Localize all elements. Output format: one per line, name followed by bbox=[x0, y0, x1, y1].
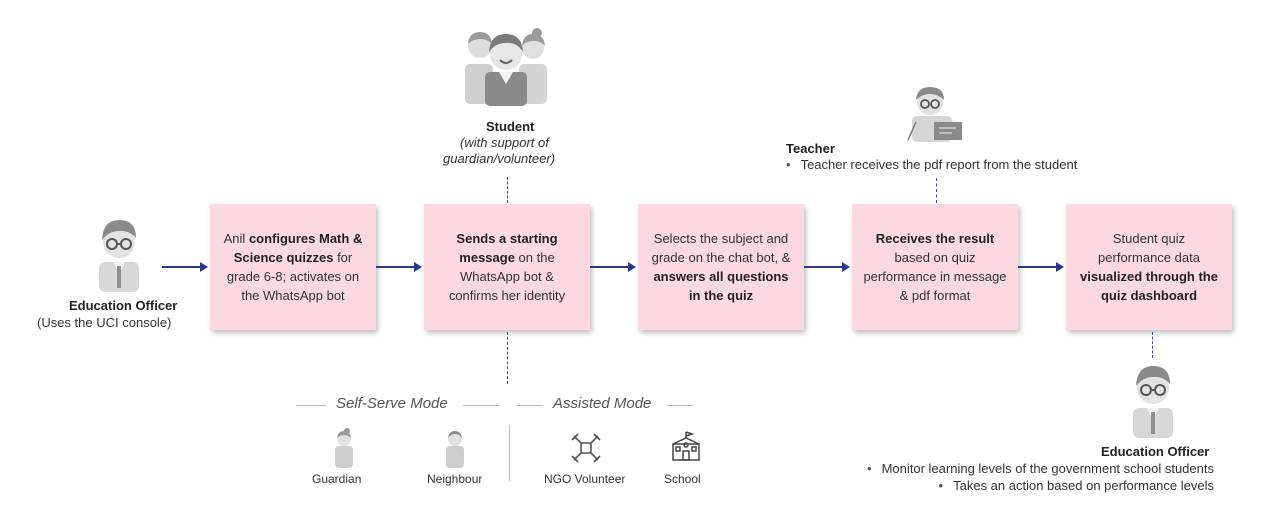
step-text-bold: answers all questions in the quiz bbox=[653, 269, 789, 303]
teacher-connector bbox=[936, 178, 937, 203]
education-officer-right-name: Education Officer bbox=[1101, 444, 1210, 459]
assisted-line-left bbox=[517, 405, 543, 406]
officer-right-connector bbox=[1152, 332, 1153, 358]
guardian-icon bbox=[335, 428, 353, 468]
school-icon bbox=[672, 431, 700, 461]
step-1-configure-quizzes: Anil configures Math & Science quizzes f… bbox=[210, 204, 376, 330]
step-5-dashboard: Student quiz performance data visualized… bbox=[1066, 204, 1232, 330]
officer-bullet-1: Monitor learning levels of the governmen… bbox=[867, 460, 1214, 477]
ngo-volunteer-label: NGO Volunteer bbox=[544, 472, 626, 486]
education-officer-left-name: Education Officer bbox=[69, 298, 178, 313]
education-officer-right-bullets: Monitor learning levels of the governmen… bbox=[867, 460, 1214, 494]
step-4-receive-result: Receives the result based on quiz perfor… bbox=[852, 204, 1018, 330]
step-text-bold: configures Math & Science quizzes bbox=[233, 231, 363, 265]
education-officer-right-icon bbox=[1133, 366, 1173, 438]
teacher-bullet: Teacher receives the pdf report from the… bbox=[786, 157, 1078, 172]
student-name: Student bbox=[486, 119, 535, 134]
teacher-name: Teacher bbox=[786, 141, 835, 156]
step-text-regular: Student quiz performance data bbox=[1098, 231, 1200, 265]
step-2-send-message: Sends a starting message on the WhatsApp… bbox=[424, 204, 590, 330]
student-connector bbox=[507, 177, 508, 203]
step-3-answer-quiz: Selects the subject and grade on the cha… bbox=[638, 204, 804, 330]
teacher-bullets: Teacher receives the pdf report from the… bbox=[786, 157, 1078, 172]
step-text-regular: Selects the subject and grade on the cha… bbox=[651, 231, 791, 265]
flow-arrow-2 bbox=[376, 262, 422, 272]
school-label: School bbox=[664, 472, 701, 486]
student-group-icon bbox=[465, 28, 547, 106]
flow-arrow-5 bbox=[1018, 262, 1064, 272]
student-note-2: guardian/volunteer) bbox=[443, 151, 556, 166]
step-text-bold: Receives the result bbox=[875, 231, 995, 246]
step-text: Receives the result based on quiz perfor… bbox=[862, 229, 1008, 305]
step-text: Anil configures Math & Science quizzes f… bbox=[220, 229, 366, 305]
neighbour-icon bbox=[446, 431, 464, 468]
flow-arrow-3 bbox=[590, 262, 636, 272]
step-text: Selects the subject and grade on the cha… bbox=[648, 229, 794, 305]
step-text-bold: Sends a starting message bbox=[456, 231, 558, 265]
self-serve-mode-title: Self-Serve Mode bbox=[336, 395, 448, 412]
mode-divider bbox=[509, 425, 510, 481]
step-text-regular: based on quiz performance in message & p… bbox=[863, 250, 1007, 303]
flow-arrow-1 bbox=[162, 262, 208, 272]
officer-bullet-2: Takes an action based on performance lev… bbox=[867, 477, 1214, 494]
assisted-line-right bbox=[667, 405, 693, 406]
neighbour-label: Neighbour bbox=[427, 472, 483, 486]
assisted-mode-title: Assisted Mode bbox=[553, 395, 652, 412]
step-text: Sends a starting message on the WhatsApp… bbox=[434, 229, 580, 305]
self-serve-line-right bbox=[463, 405, 499, 406]
modes-connector bbox=[507, 332, 508, 384]
self-serve-line-left bbox=[296, 405, 326, 406]
flow-arrow-4 bbox=[804, 262, 850, 272]
step-text-regular: for grade 6-8; activates on the WhatsApp… bbox=[226, 250, 360, 303]
guardian-label: Guardian bbox=[312, 472, 362, 486]
step-text-regular: Anil bbox=[223, 231, 249, 246]
step-text: Student quiz performance data visualized… bbox=[1076, 229, 1222, 305]
education-officer-left-icon bbox=[99, 220, 139, 292]
student-note-1: (with support of bbox=[460, 135, 549, 150]
step-text-bold: visualized through the quiz dashboard bbox=[1080, 269, 1218, 303]
teacher-icon bbox=[907, 87, 962, 142]
step-text-regular: on the WhatsApp bot & confirms her ident… bbox=[448, 250, 566, 303]
ngo-volunteer-icon bbox=[571, 433, 601, 463]
education-officer-left-note: (Uses the UCI console) bbox=[37, 315, 172, 330]
